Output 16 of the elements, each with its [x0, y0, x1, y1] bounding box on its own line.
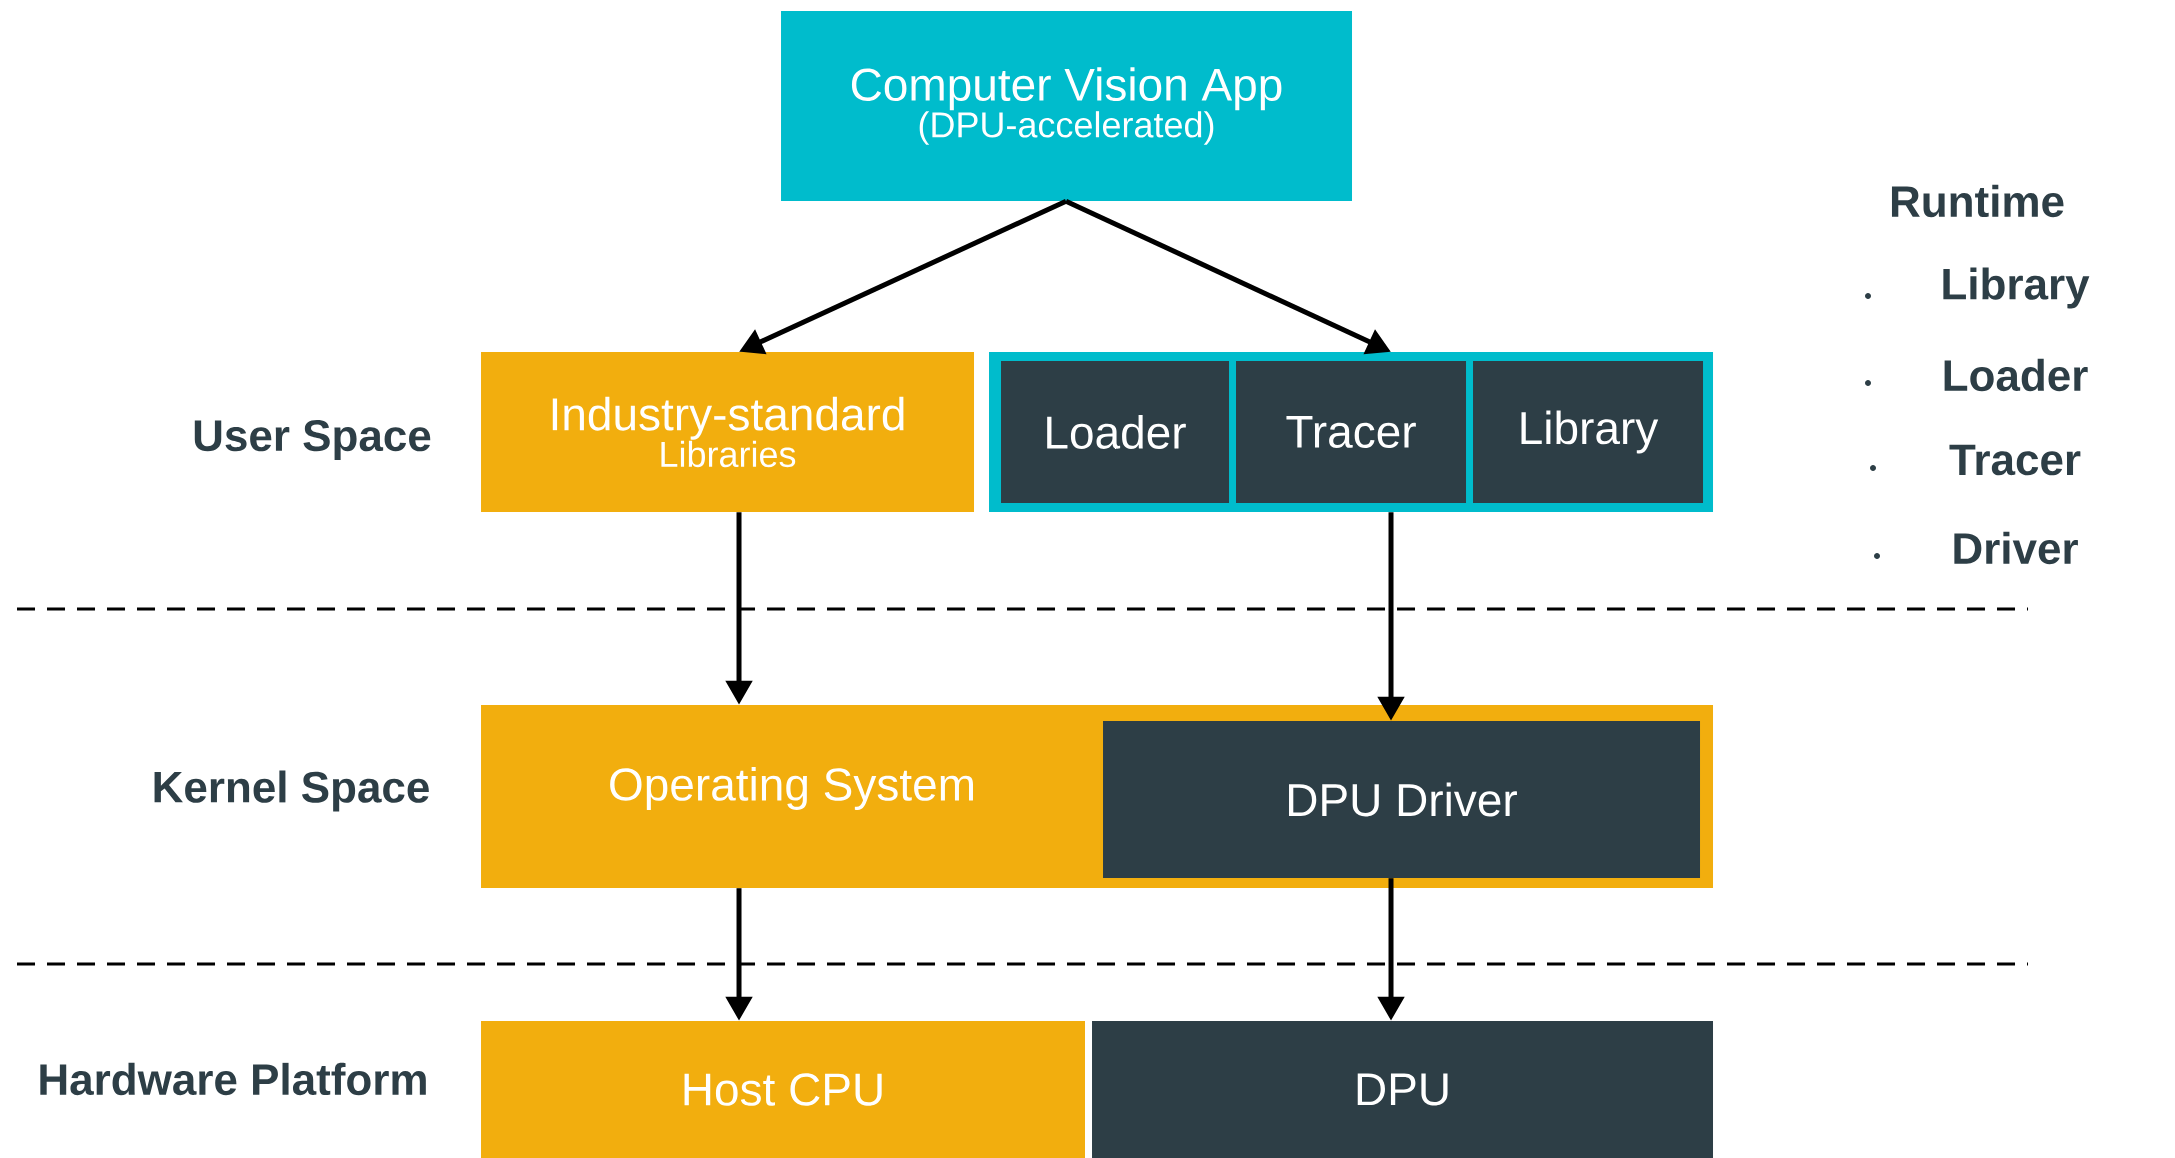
layer-label: Kernel Space	[154, 770, 429, 812]
process-box: DPU Driver	[1103, 721, 1700, 878]
list-item: Library	[1943, 267, 2090, 309]
library-box: Industry-standard Libraries	[481, 352, 974, 512]
list-item: Driver	[1954, 531, 2078, 565]
heading: Runtime	[1891, 184, 2064, 218]
process-box: Tracer	[1236, 361, 1466, 503]
layer-label: Hardware Platform	[40, 1062, 426, 1096]
list-item: Loader	[1944, 358, 2088, 392]
process-box: Library	[1473, 361, 1703, 503]
layer-label: User Space	[194, 420, 431, 460]
list-item: Tracer	[1949, 444, 2081, 476]
cpu-box: Host CPU	[481, 1021, 1085, 1158]
dpu-box: DPU	[1092, 1021, 1713, 1158]
process-box: Loader	[1001, 361, 1229, 503]
app-box: Computer Vision App (DPU-accelerated)	[781, 11, 1352, 201]
